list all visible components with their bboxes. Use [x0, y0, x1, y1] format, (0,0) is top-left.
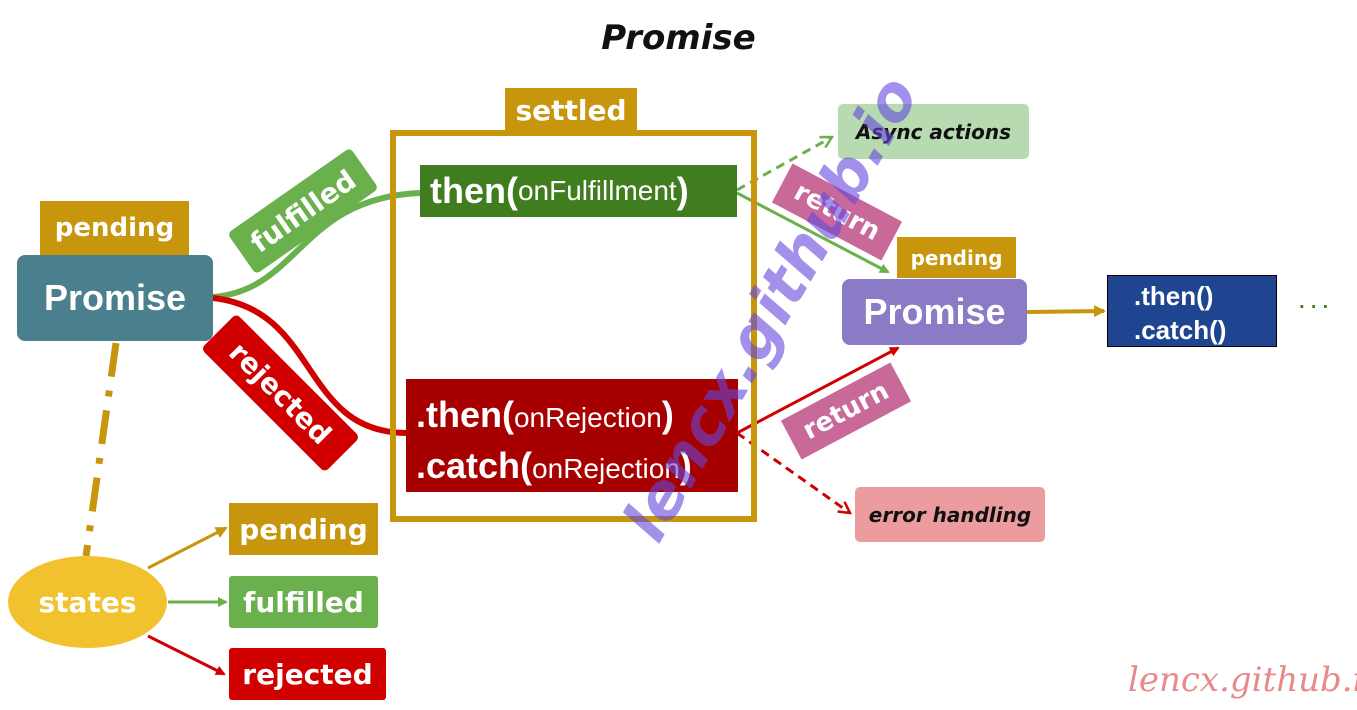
- second-pending-tag: pending: [897, 237, 1016, 278]
- then-close: ): [676, 170, 689, 211]
- chain-arrow: [1026, 305, 1106, 318]
- states-node: states: [8, 556, 167, 648]
- settled-container: [390, 130, 757, 522]
- chain-catch: .catch(): [1134, 315, 1227, 345]
- credit-text: lencx.github.io: [1128, 660, 1357, 700]
- continuation-ellipsis: ...: [1298, 283, 1334, 314]
- then-catch-on-rejection: .then(onRejection) .catch(onRejection): [406, 379, 738, 492]
- error-handling-box: error handling: [855, 487, 1045, 542]
- returned-promise-node: Promise: [842, 279, 1027, 345]
- then-arg: onFulfillment: [517, 175, 677, 206]
- state-pending: pending: [229, 503, 378, 555]
- states-link: [82, 342, 120, 557]
- promise-node: Promise: [17, 255, 213, 341]
- async-actions-box: Async actions: [838, 104, 1029, 159]
- pending-tag: pending: [40, 201, 189, 255]
- states-rejected-arrow: [147, 634, 226, 676]
- state-fulfilled: fulfilled: [229, 576, 378, 628]
- then-return-arrow: [736, 191, 890, 274]
- diagram-title: Promise: [601, 18, 756, 58]
- chain-methods-box: .then() .catch(): [1107, 275, 1277, 347]
- catch-rejection-line: .catch(onRejection): [416, 445, 692, 486]
- chain-then: .then(): [1134, 281, 1214, 311]
- rejected-path: [212, 295, 407, 436]
- then-method: then(: [430, 170, 518, 211]
- catch-return-arrow: [736, 346, 900, 435]
- fulfilled-path: [212, 190, 421, 300]
- settled-tag: settled: [505, 88, 637, 133]
- states-pending-arrow: [147, 526, 228, 570]
- then-rejection-line: .then(onRejection): [416, 394, 674, 435]
- then-on-fulfillment: then(onFulfillment): [420, 165, 737, 217]
- state-rejected: rejected: [229, 648, 386, 700]
